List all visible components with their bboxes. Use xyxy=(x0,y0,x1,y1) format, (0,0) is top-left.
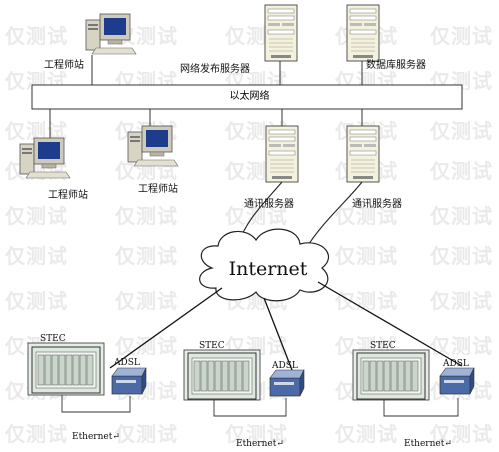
internet-cloud-icon xyxy=(199,228,329,302)
engineer-station-icon xyxy=(127,125,179,167)
web-server-label: 网络发布服务器 xyxy=(180,64,250,75)
comm-server-label: 通讯服务器 xyxy=(352,199,402,210)
db-server-label: 数据库服务器 xyxy=(366,60,426,71)
ethernet-bus xyxy=(31,84,463,110)
comm-server-icon xyxy=(265,125,299,183)
engineer-station-icon xyxy=(85,13,137,55)
internet-label: Internet xyxy=(228,258,308,280)
web-server-icon xyxy=(264,4,298,62)
field-site-2 xyxy=(183,349,305,417)
engineer-station-icon xyxy=(19,137,71,179)
comm-server-icon xyxy=(346,125,380,183)
stec-label: STEC xyxy=(370,341,396,351)
database-server-icon xyxy=(346,4,380,62)
ethernet-label: Ethernet↵ xyxy=(236,439,284,449)
stec-label: STEC xyxy=(199,341,225,351)
engineer-station-label: 工程师站 xyxy=(44,60,84,71)
comm-server-label: 通讯服务器 xyxy=(244,199,294,210)
ethernet-label: Ethernet↵ xyxy=(72,432,120,442)
adsl-label: ADSL xyxy=(272,361,298,371)
stec-label: STEC xyxy=(40,334,66,344)
engineer-station-label: 工程师站 xyxy=(138,184,178,195)
ethernet-bus-label: 以太网络 xyxy=(229,91,270,102)
field-site-3 xyxy=(352,349,475,417)
adsl-label: ADSL xyxy=(443,359,469,369)
adsl-label: ADSL xyxy=(114,358,140,368)
field-site-1 xyxy=(27,342,147,413)
ethernet-label: Ethernet↵ xyxy=(404,439,452,449)
engineer-station-label: 工程师站 xyxy=(48,190,88,201)
